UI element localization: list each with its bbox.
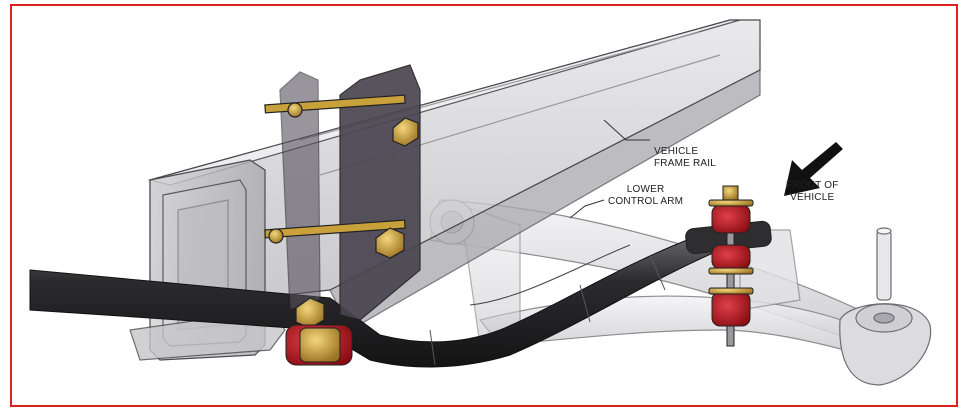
arrow-front-icon (784, 142, 843, 196)
ball-joint (839, 227, 932, 386)
front-label-line2: VEHICLE (790, 192, 835, 203)
frame-bushing (285, 324, 353, 366)
frame-rail-label: VEHICLE FRAME RAIL (654, 146, 716, 170)
diagram-border (10, 4, 958, 407)
front-label-line1: FRONT OF (786, 180, 839, 191)
frame-rail-label-line1: VEHICLE (654, 146, 699, 157)
leader-lines (569, 119, 650, 219)
control-arm-label-line2: CONTROL ARM (608, 196, 684, 207)
front-of-vehicle-label: FRONT OF VEHICLE (786, 180, 839, 204)
control-arm-label: LOWER CONTROL ARM (608, 184, 683, 208)
frame-rail-label-line2: FRAME RAIL (654, 158, 717, 169)
frame-rail-leader (603, 119, 650, 141)
frame-bracket (264, 64, 421, 329)
end-link (685, 185, 772, 347)
control-arm-label-line1: LOWER (626, 184, 665, 195)
control-arm-leader (569, 199, 605, 219)
